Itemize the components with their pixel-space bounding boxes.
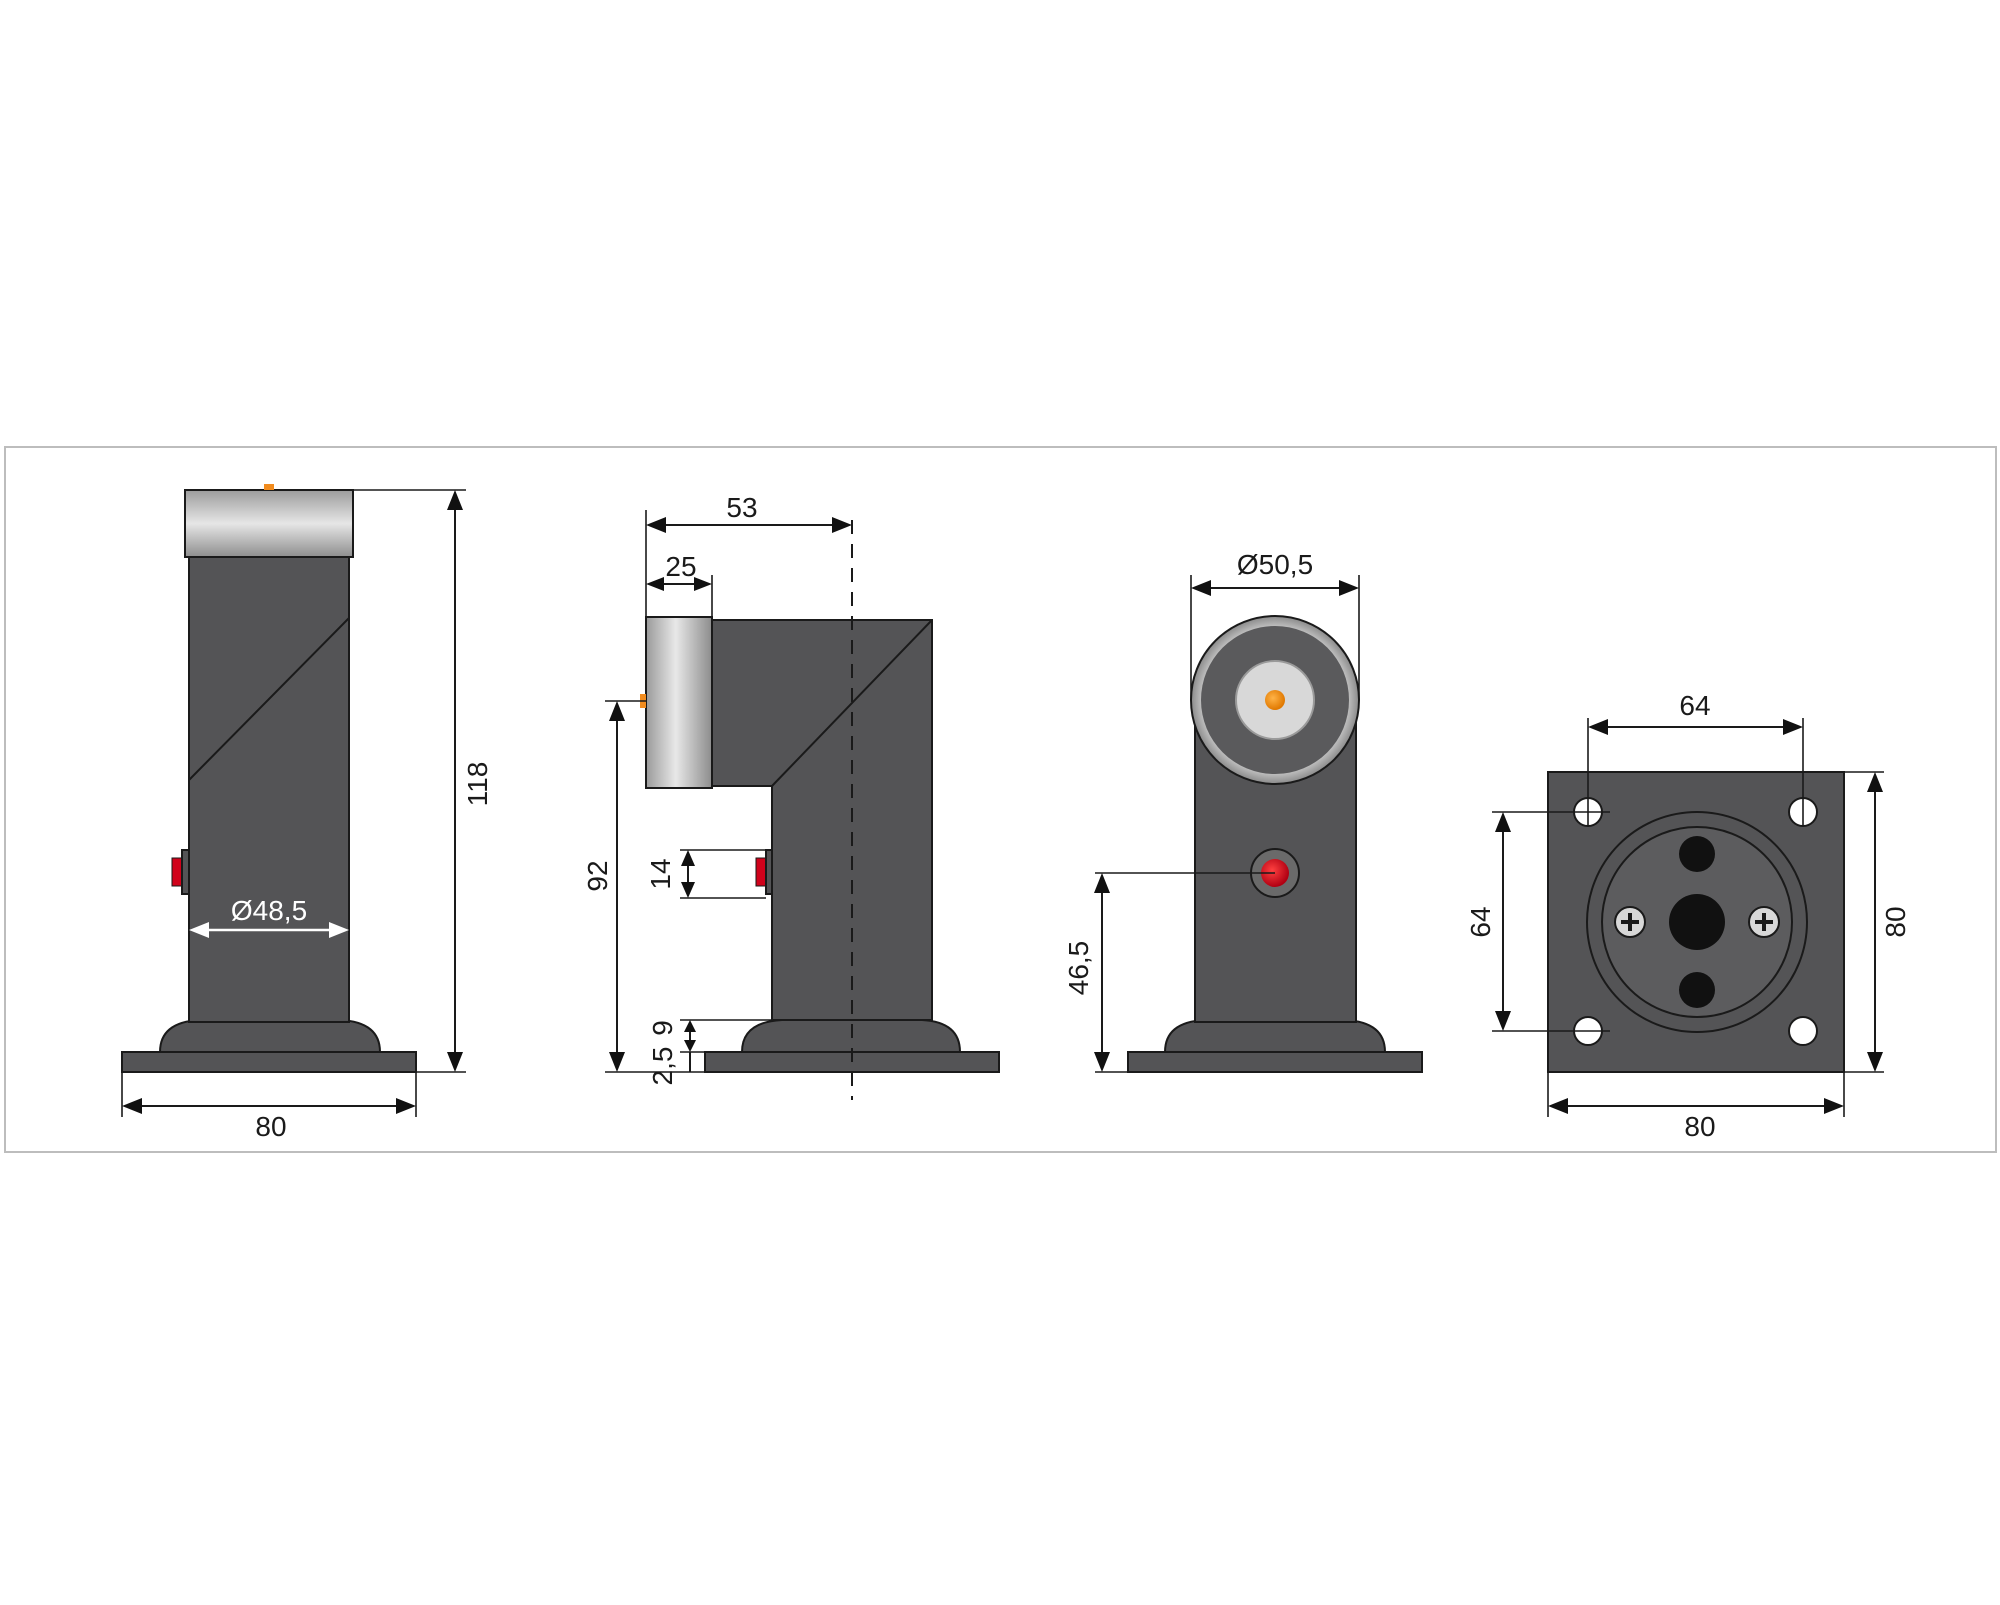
release-button-icon <box>171 857 183 887</box>
dim-side-plate-thickness: 2,5 <box>647 1047 678 1086</box>
drawing-frame <box>4 446 1997 1153</box>
base-view: 64 64 80 80 <box>1465 690 1911 1142</box>
screw-icon <box>1748 906 1780 938</box>
dim-base-hole-spacing-y: 64 <box>1465 906 1496 937</box>
dim-front-height: 118 <box>462 762 493 807</box>
face-view: Ø50,5 46,5 <box>1063 549 1423 1073</box>
indicator-light-face <box>1265 690 1285 710</box>
dim-face-diameter: Ø50,5 <box>1237 549 1313 580</box>
dim-side-center-height: 92 <box>582 860 613 891</box>
dim-face-button-height: 46,5 <box>1063 941 1094 996</box>
front-view: 118 Ø48,5 80 <box>121 484 493 1142</box>
dim-base-height: 80 <box>1880 906 1911 937</box>
dim-side-total-depth: 53 <box>726 492 757 523</box>
mount-hole <box>1788 1016 1818 1046</box>
dim-side-base-thickness: 9 <box>647 1020 678 1036</box>
dim-side-magnet-depth: 25 <box>665 551 696 582</box>
side-view: 53 25 92 14 9 2,5 <box>582 492 1000 1100</box>
magnet-cap <box>184 489 354 558</box>
indicator-light <box>264 484 274 490</box>
screw-icon <box>1614 906 1646 938</box>
magnet-disk-side <box>645 616 713 789</box>
dim-front-base-width: 80 <box>255 1111 286 1142</box>
dim-side-button-height: 14 <box>645 858 676 889</box>
dim-front-diameter: Ø48,5 <box>231 895 307 926</box>
dim-base-width: 80 <box>1684 1111 1715 1142</box>
release-button-side-icon <box>755 857 767 887</box>
dim-base-hole-spacing-x: 64 <box>1679 690 1710 721</box>
